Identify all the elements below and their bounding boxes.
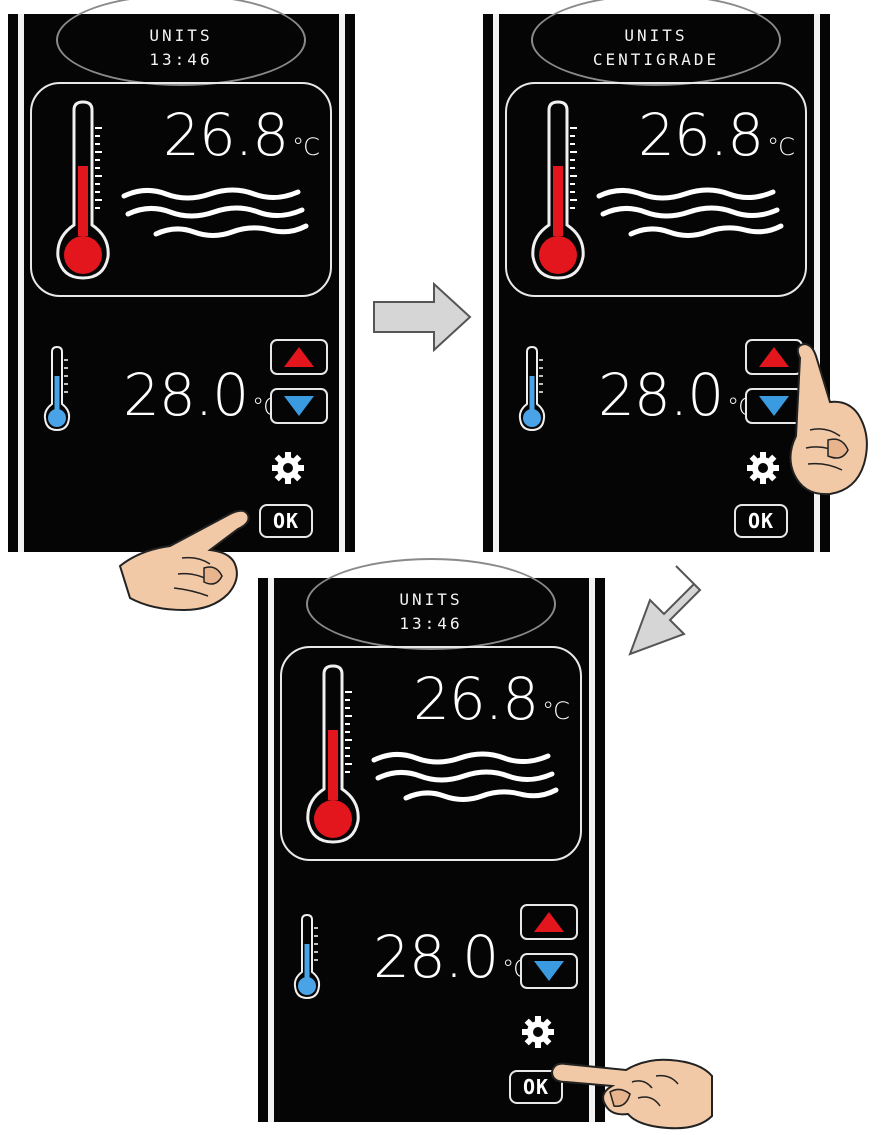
pointing-hand-icon bbox=[548, 1052, 718, 1132]
ok-button[interactable]: OK bbox=[734, 504, 788, 538]
screen-1: UNITS 13:46 26.8°C bbox=[8, 14, 355, 552]
up-arrow-icon bbox=[522, 906, 576, 938]
left-rail bbox=[493, 14, 499, 552]
thermometer-red-icon bbox=[48, 100, 118, 280]
header-time: 13:46 bbox=[308, 612, 554, 636]
set-temperature-readout: 28.0°C bbox=[373, 928, 529, 986]
water-temperature-unit: °C bbox=[292, 133, 319, 161]
thermometer-red-icon bbox=[523, 100, 593, 280]
up-arrow-icon bbox=[272, 341, 326, 373]
thermometer-red-icon bbox=[298, 664, 368, 844]
right-rail bbox=[339, 14, 345, 552]
thermometer-blue-icon bbox=[292, 914, 322, 1000]
water-waves-icon bbox=[595, 182, 795, 252]
header-oval: UNITS 13:46 bbox=[56, 0, 306, 86]
temperature-down-button[interactable] bbox=[270, 388, 328, 424]
thermometer-blue-icon bbox=[42, 346, 72, 432]
water-temperature-readout: 26.8°C bbox=[638, 106, 794, 164]
header-oval: UNITS CENTIGRADE bbox=[531, 0, 781, 86]
left-rail bbox=[268, 578, 274, 1122]
water-waves-icon bbox=[370, 746, 570, 816]
down-arrow-icon bbox=[522, 955, 576, 987]
header-title: UNITS bbox=[58, 24, 304, 48]
water-waves-icon bbox=[120, 182, 320, 252]
pointing-hand-icon bbox=[770, 340, 880, 500]
water-temperature-value: 26.8 bbox=[638, 101, 763, 169]
set-temperature-readout: 28.0°C bbox=[598, 366, 754, 424]
set-temperature-value: 28.0 bbox=[373, 923, 498, 991]
header-title: UNITS bbox=[533, 24, 779, 48]
gear-icon[interactable] bbox=[520, 1014, 556, 1050]
water-temperature-unit: °C bbox=[542, 697, 569, 725]
header-time: 13:46 bbox=[58, 48, 304, 72]
flow-arrow-icon bbox=[372, 282, 472, 352]
water-temperature-unit: °C bbox=[767, 133, 794, 161]
temperature-up-button[interactable] bbox=[270, 339, 328, 375]
water-temperature-readout: 26.8°C bbox=[163, 106, 319, 164]
temperature-down-button[interactable] bbox=[520, 953, 578, 989]
gear-icon[interactable] bbox=[270, 450, 306, 486]
water-temperature-readout: 26.8°C bbox=[413, 670, 569, 728]
water-temperature-value: 26.8 bbox=[413, 665, 538, 733]
pointing-hand-icon bbox=[112, 498, 272, 618]
header-units-value: CENTIGRADE bbox=[533, 48, 779, 72]
set-temperature-value: 28.0 bbox=[598, 361, 723, 429]
water-temperature-value: 26.8 bbox=[163, 101, 288, 169]
thermometer-blue-icon bbox=[517, 346, 547, 432]
set-temperature-readout: 28.0°C bbox=[123, 366, 279, 424]
down-arrow-icon bbox=[272, 390, 326, 422]
header-title: UNITS bbox=[308, 588, 554, 612]
set-temperature-value: 28.0 bbox=[123, 361, 248, 429]
screen-3: UNITS 13:46 26.8°C bbox=[258, 578, 605, 1122]
right-rail bbox=[589, 578, 595, 1122]
temperature-up-button[interactable] bbox=[520, 904, 578, 940]
header-oval: UNITS 13:46 bbox=[306, 558, 556, 650]
flow-arrow-icon bbox=[618, 562, 718, 662]
left-rail bbox=[18, 14, 24, 552]
